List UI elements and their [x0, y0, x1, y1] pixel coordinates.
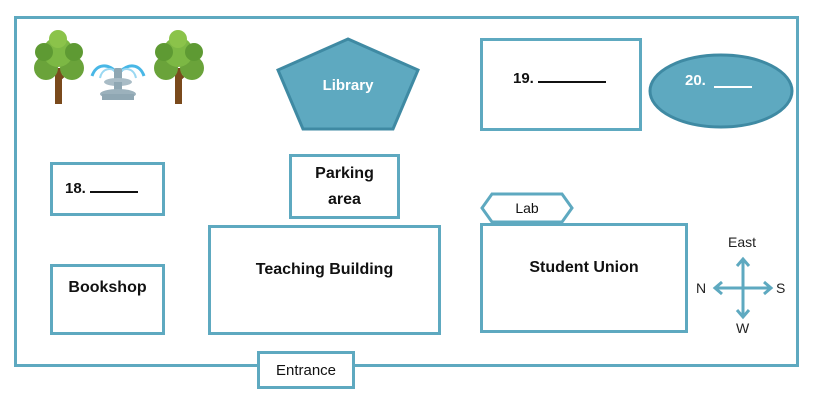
fountain-icon: [90, 64, 146, 100]
tree-icon: [34, 30, 84, 104]
blank-20-number: 20.: [685, 72, 706, 89]
compass-right-label: S: [776, 280, 786, 296]
bookshop-box: Bookshop: [50, 264, 165, 335]
student-union-label: Student Union: [529, 259, 639, 276]
blank-19-number: 19.: [513, 70, 534, 87]
library-shape: Library: [276, 37, 420, 131]
entrance-label: Entrance: [275, 361, 337, 379]
parking-area-box: Parking area: [289, 154, 400, 219]
blank-19-box: 19.: [480, 38, 642, 131]
blank-18-line: [90, 177, 139, 193]
map-border: [14, 16, 799, 367]
bookshop-label: Bookshop: [68, 279, 147, 296]
lab-label: Lab: [515, 200, 539, 216]
parking-label-line2: area: [328, 190, 361, 208]
entrance-box: Entrance: [257, 351, 355, 389]
teaching-building-box: Teaching Building: [208, 225, 441, 335]
tree-icon: [154, 30, 204, 104]
compass-left-label: N: [696, 280, 707, 296]
teaching-building-label: Teaching Building: [255, 261, 394, 278]
parking-label-line1: Parking: [315, 164, 374, 182]
compass-top-label: East: [728, 234, 757, 250]
library-label: Library: [323, 77, 375, 94]
blank-19-line: [538, 67, 607, 83]
compass-bottom-label: W: [736, 320, 750, 336]
lab-shape: Lab: [480, 192, 574, 224]
blank-18-box: 18.: [50, 162, 165, 216]
blank-18-number: 18.: [65, 180, 86, 197]
compass-arrows-icon: [712, 256, 774, 320]
blank-20-ellipse: 20.: [648, 53, 794, 129]
student-union-box: Student Union: [480, 223, 688, 333]
